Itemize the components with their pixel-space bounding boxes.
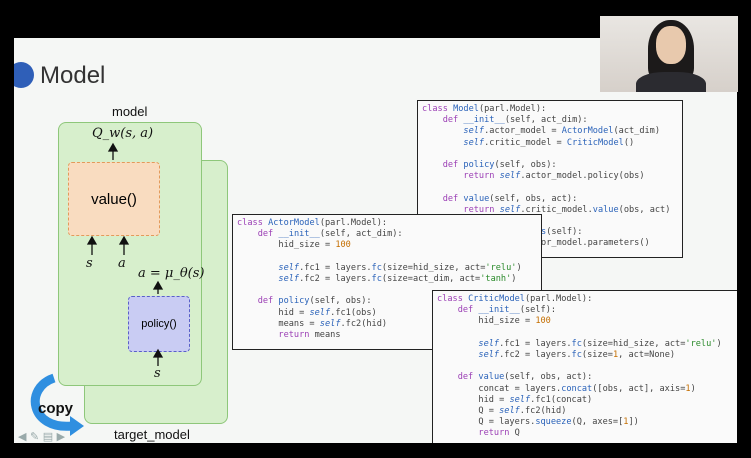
model-label: model — [112, 104, 148, 119]
pen-icon[interactable]: ✎ — [29, 430, 40, 443]
code-model-class: class Model(parl.Model): def __init__(se… — [417, 100, 683, 258]
copy-label: copy — [38, 400, 74, 417]
presenter-body — [636, 72, 706, 92]
presenter-face — [656, 26, 686, 64]
slide-title: Model — [40, 62, 106, 89]
value-function-box: value() — [68, 162, 160, 236]
webcam-video — [600, 16, 738, 92]
policy-output-label: a = μ_θ(s) — [138, 266, 205, 281]
menu-icon[interactable]: ▤ — [42, 430, 54, 443]
policy-state-input-label: s — [154, 366, 161, 381]
state-input-label: s — [86, 256, 93, 271]
copy-arrow-icon — [30, 373, 73, 431]
prev-slide-icon[interactable]: ◀ — [18, 430, 27, 443]
action-input-label: a — [118, 256, 126, 271]
diagram-arrows — [30, 142, 164, 436]
code-critic-class: class CriticModel(parl.Model): def __ini… — [432, 290, 737, 443]
next-slide-icon[interactable]: ▶ — [56, 430, 66, 443]
slide-nav-controls[interactable]: ◀ ✎ ▤ ▶ — [18, 430, 65, 443]
slide: Model model Q_w(s, a) value() s a a = μ_… — [14, 38, 737, 443]
q-value-label: Q_w(s, a) — [92, 126, 154, 141]
target-model-label: target_model — [114, 427, 190, 442]
title-bullet-icon — [14, 62, 34, 88]
